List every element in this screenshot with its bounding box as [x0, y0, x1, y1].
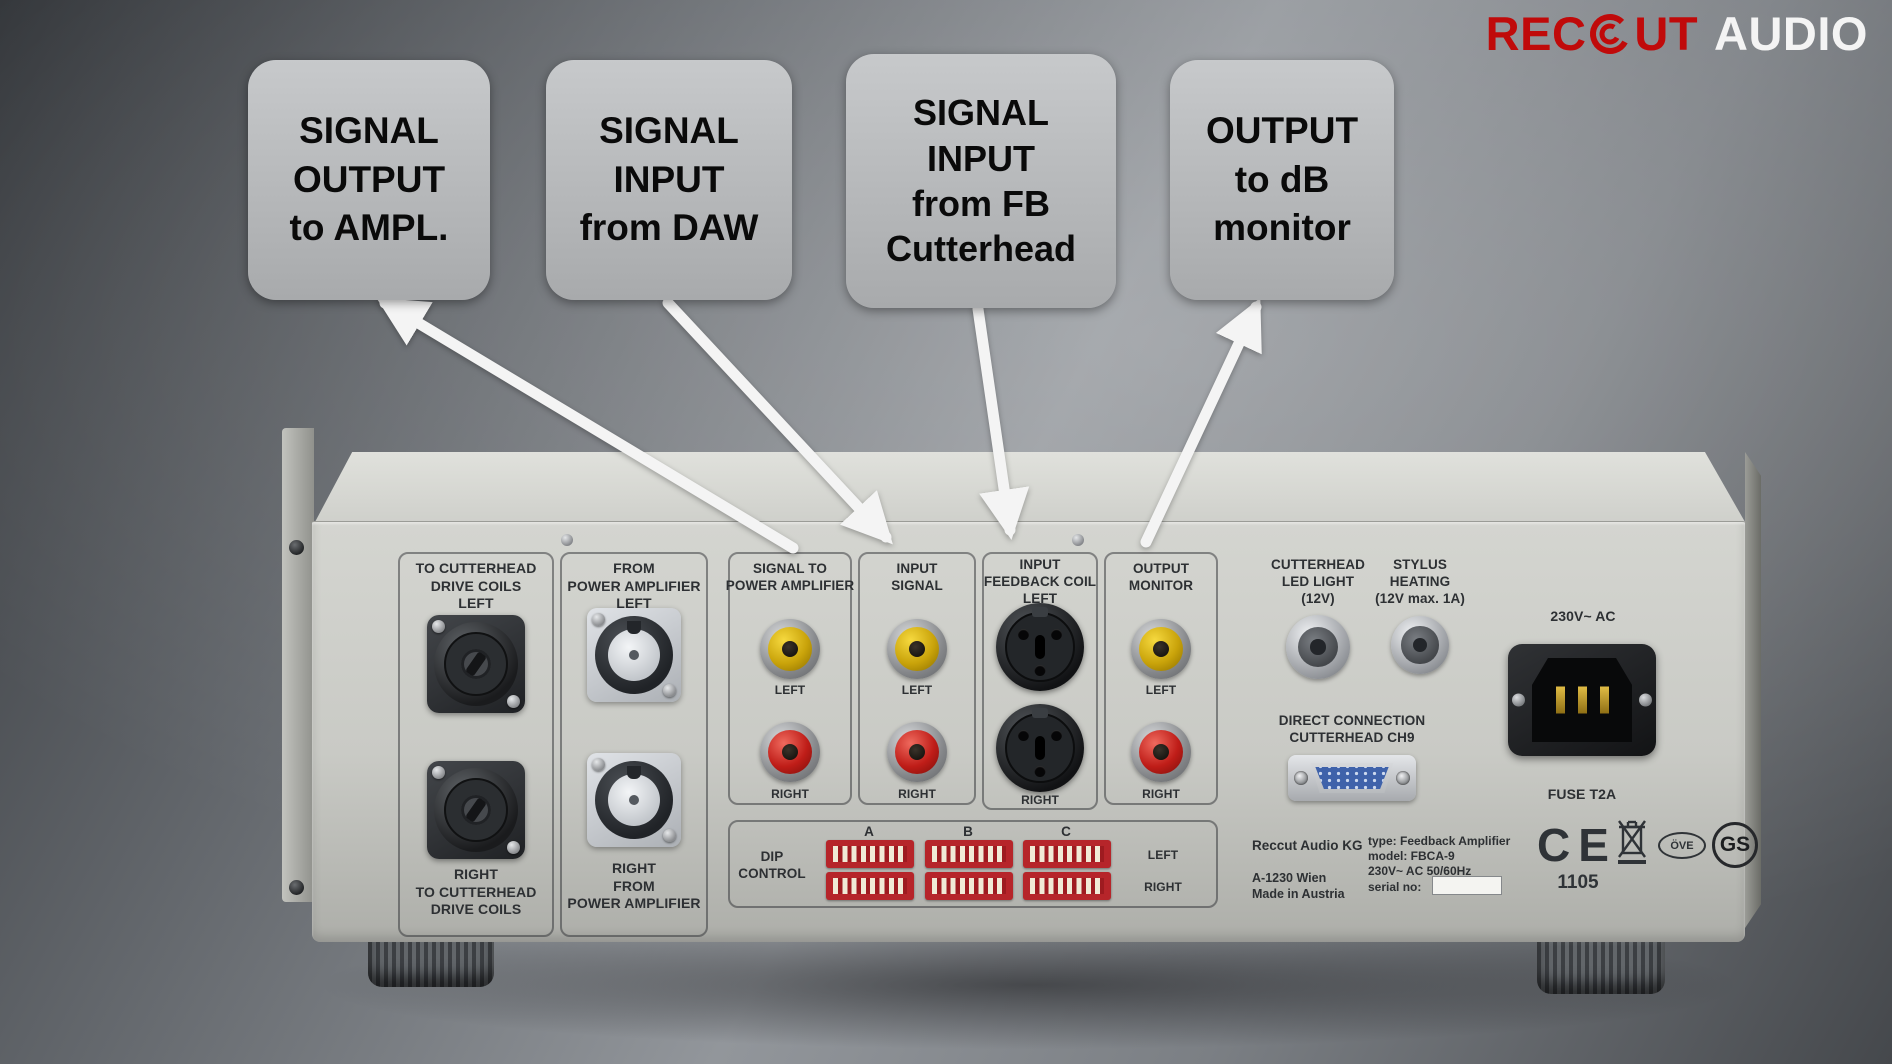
speakon-cutterhead-right — [427, 761, 525, 859]
rack-ear-left — [282, 428, 314, 902]
panel-screw-2 — [1072, 534, 1084, 546]
brand-logo: REC UT AUDIO — [1486, 6, 1868, 61]
section-signal-to-power-amp — [728, 552, 852, 805]
arrow-signal-input-daw — [662, 297, 893, 545]
label-s3-right: RIGHT — [771, 787, 809, 801]
callout-text: SIGNAL INPUT from DAW — [579, 109, 759, 249]
powercon-amp-right — [587, 753, 681, 847]
logo-text-audio: AUDIO — [1714, 7, 1868, 60]
label-s4-left: LEFT — [901, 683, 933, 697]
label-s5-right: RIGHT — [1021, 793, 1059, 807]
callout-text: SIGNAL OUTPUT to AMPL. — [289, 109, 449, 249]
label-cutterhead-drive-top: TO CUTTERHEAD DRIVE COILS LEFT — [415, 560, 537, 612]
chassis-top-face — [315, 452, 1745, 522]
section-cutterhead-drive — [398, 552, 554, 937]
label-dip-group-a: A — [864, 824, 874, 839]
label-stylus-heating: STYLUS HEATING (12V max. 1A) — [1375, 557, 1465, 606]
dip-switch-b-right — [925, 872, 1013, 900]
label-dip-control: DIP CONTROL — [738, 849, 806, 881]
callout-text: OUTPUT to dB monitor — [1205, 109, 1359, 249]
nameplate-type: type: Feedback Amplifier — [1368, 834, 1511, 848]
dip-switch-a-left — [826, 840, 914, 868]
label-output-monitor: OUTPUT MONITOR — [1128, 561, 1194, 593]
rack-ear-screw-bottom — [289, 880, 304, 895]
section-output-monitor — [1104, 552, 1218, 805]
nameplate-rating: 230V~ AC 50/60Hz — [1368, 864, 1472, 878]
dip-switch-c-left — [1023, 840, 1111, 868]
ce-notified-body-code: 1105 — [1557, 872, 1599, 893]
label-dip-right: RIGHT — [1144, 880, 1182, 894]
label-signal-to-power-amp: SIGNAL TO POWER AMPLIFIER — [725, 561, 855, 593]
combo-xlr-feedback-left — [996, 603, 1084, 691]
label-from-power-amp-bottom: RIGHT FROM POWER AMPLIFIER — [567, 860, 701, 912]
section-dip-control — [728, 820, 1218, 908]
dip-switch-b-left — [925, 840, 1013, 868]
combo-xlr-feedback-right — [996, 704, 1084, 792]
rca-monitor-left — [1131, 619, 1191, 679]
section-from-power-amp — [560, 552, 708, 937]
nameplate-city: A-1230 Wien — [1252, 871, 1327, 885]
stylus-heating-connector — [1391, 616, 1449, 674]
label-fuse: FUSE T2A — [1547, 786, 1617, 802]
serial-number-box — [1432, 876, 1502, 895]
led-light-connector — [1286, 615, 1350, 679]
arrow-output-db-monitor — [1140, 297, 1262, 548]
dip-switch-c-right — [1023, 872, 1111, 900]
chassis-right-edge — [1745, 452, 1761, 928]
arrow-signal-input-fb — [972, 303, 1030, 541]
logo-text-ut: UT — [1634, 7, 1699, 60]
callout-signal-input-fb-cutterhead: SIGNAL INPUT from FB Cutterhead — [846, 54, 1116, 308]
gs-mark: GS — [1712, 822, 1758, 868]
label-led-light: CUTTERHEAD LED LIGHT (12V) — [1271, 557, 1365, 606]
panel-screw-1 — [561, 534, 573, 546]
rca-monitor-right — [1131, 722, 1191, 782]
arrow-signal-output-ampl — [376, 297, 799, 554]
ove-mark: ÖVE — [1658, 832, 1706, 859]
label-dip-left: LEFT — [1147, 848, 1179, 862]
weee-crossed-bin-icon — [1618, 820, 1646, 864]
speakon-cutterhead-left — [427, 615, 525, 713]
db15-cutterhead-connector — [1288, 755, 1416, 801]
label-from-power-amp-top: FROM POWER AMPLIFIER LEFT — [567, 560, 701, 612]
rack-ear-screw-top — [289, 540, 304, 555]
powercon-amp-left — [587, 608, 681, 702]
nameplate-country: Made in Austria — [1252, 887, 1345, 901]
label-s6-left: LEFT — [1145, 683, 1177, 697]
label-cutterhead-drive-bottom: RIGHT TO CUTTERHEAD DRIVE COILS — [415, 866, 537, 918]
chassis-foot-right — [1537, 934, 1665, 994]
label-s3-left: LEFT — [774, 683, 806, 697]
nameplate-model: model: FBCA-9 — [1368, 849, 1455, 863]
label-dip-group-c: C — [1061, 824, 1071, 839]
callout-signal-output-ampl: SIGNAL OUTPUT to AMPL. — [248, 60, 490, 300]
ce-mark: CE — [1537, 819, 1617, 871]
iec-power-inlet — [1508, 644, 1656, 756]
section-input-feedback-coil — [982, 552, 1098, 810]
record-groove-c-icon — [1590, 13, 1631, 54]
callout-output-db-monitor: OUTPUT to dB monitor — [1170, 60, 1394, 300]
label-s6-right: RIGHT — [1142, 787, 1180, 801]
label-dip-group-b: B — [963, 824, 973, 839]
rca-input-signal-right — [887, 722, 947, 782]
dip-switch-a-right — [826, 872, 914, 900]
callout-signal-input-daw: SIGNAL INPUT from DAW — [546, 60, 792, 300]
label-input-feedback-coil: INPUT FEEDBACK COIL LEFT — [983, 557, 1097, 606]
label-s4-right: RIGHT — [898, 787, 936, 801]
label-input-signal: INPUT SIGNAL — [891, 561, 943, 593]
rca-output-amp-left — [760, 619, 820, 679]
callout-text: SIGNAL INPUT from FB Cutterhead — [885, 92, 1077, 270]
logo-text-rec: REC — [1485, 7, 1587, 60]
rca-input-signal-left — [887, 619, 947, 679]
section-input-signal — [858, 552, 976, 805]
label-mains-voltage: 230V~ AC — [1550, 608, 1616, 624]
nameplate-company: Reccut Audio KG — [1252, 838, 1363, 853]
nameplate-serial-label: serial no: — [1368, 880, 1422, 894]
label-direct-connection: DIRECT CONNECTION CUTTERHEAD CH9 — [1278, 713, 1426, 745]
rca-output-amp-right — [760, 722, 820, 782]
